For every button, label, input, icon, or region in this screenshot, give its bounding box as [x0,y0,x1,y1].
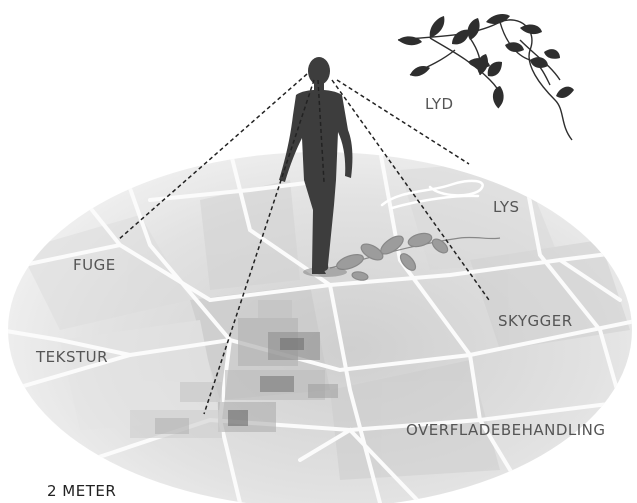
label-skygger: SKYGGER [498,312,573,330]
label-lys: LYS [493,198,520,216]
hanging-leaves-icon [398,14,574,140]
line-to-lys [337,80,469,164]
label-fuge: FUGE [73,256,116,274]
label-overfladebehandling: OVERFLADEBEHANDLING [406,421,606,439]
label-lyd: LYD [425,95,454,113]
scale-label: 2 METER [47,482,116,500]
label-tekstur: TEKSTUR [36,348,108,366]
